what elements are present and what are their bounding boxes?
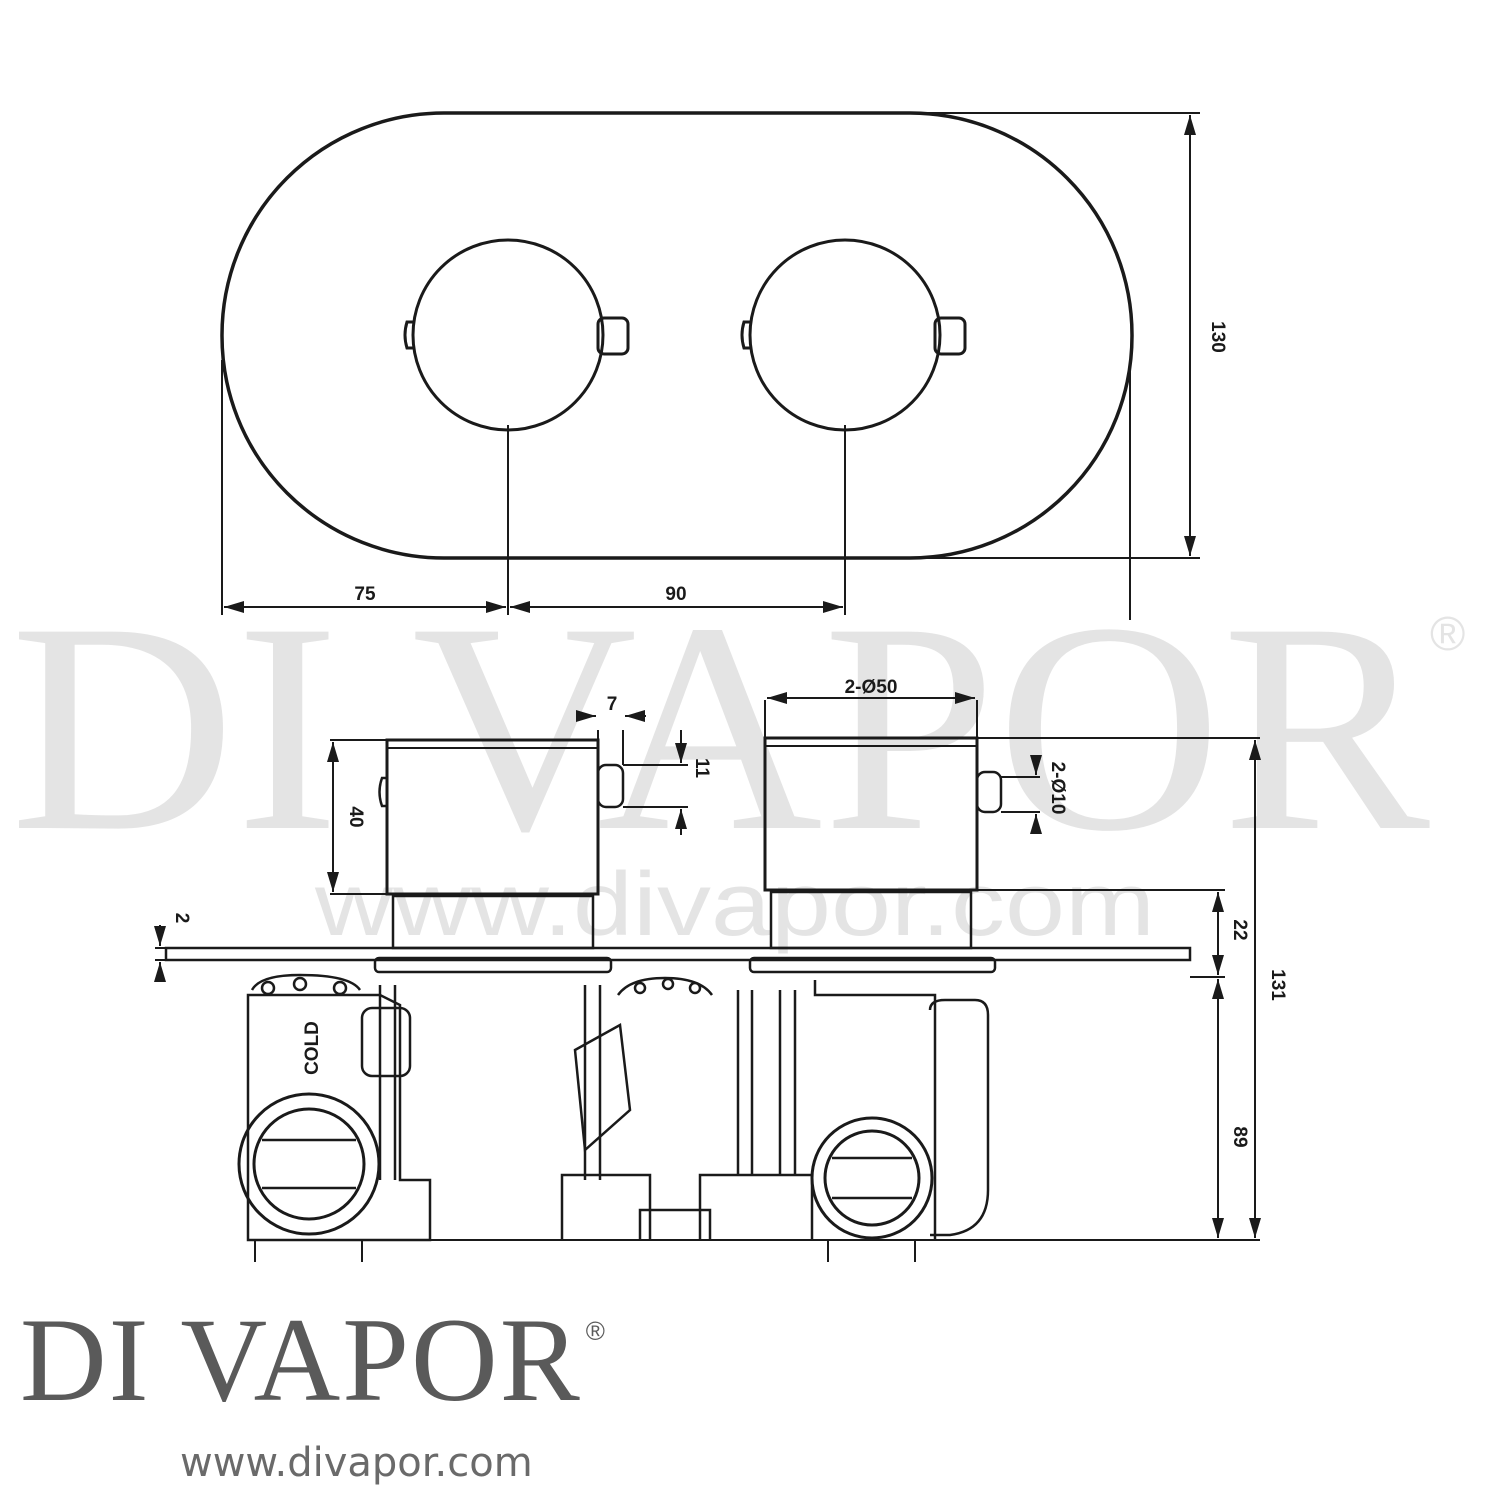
watermark: DI VAPOR ® www.divapor.com bbox=[10, 561, 1465, 955]
dim-label-height: 130 bbox=[1207, 321, 1228, 353]
side-view bbox=[154, 692, 1261, 1262]
hot-inlet bbox=[810, 1116, 934, 1240]
brand-name: DI VAPOR bbox=[20, 1293, 582, 1426]
dim-label-handle-diameter: 2-Ø50 bbox=[845, 677, 898, 698]
brand-url: www.divapor.com bbox=[180, 1440, 533, 1486]
dim-label-lever-length: 7 bbox=[607, 694, 618, 715]
dim-label-total-depth: 131 bbox=[1267, 969, 1288, 1001]
cold-inlet-label: COLD bbox=[302, 1021, 323, 1075]
dim-label-left-offset: 75 bbox=[354, 584, 376, 605]
watermark-registered: ® bbox=[1430, 608, 1465, 661]
left-handle-side bbox=[378, 738, 625, 950]
dim-label-body-depth: 89 bbox=[1229, 1126, 1250, 1147]
front-view bbox=[220, 111, 1200, 620]
dim-label-handle-offset: 22 bbox=[1229, 919, 1250, 940]
dim-label-plate-thickness: 2 bbox=[171, 913, 192, 924]
front-view-labels: 75 90 130 bbox=[354, 321, 1228, 605]
right-handle bbox=[740, 238, 967, 432]
valve-body bbox=[246, 973, 990, 1242]
wall-plate bbox=[164, 946, 1192, 962]
cover-plate bbox=[220, 111, 1134, 560]
watermark-url: www.divapor.com bbox=[314, 855, 1155, 955]
left-handle bbox=[403, 238, 630, 432]
cold-inlet bbox=[237, 1092, 381, 1236]
side-view-labels: 2-Ø50 7 11 2-Ø10 40 2 22 89 131 COLD bbox=[171, 677, 1288, 1148]
dim-label-handle-height: 40 bbox=[345, 806, 366, 827]
dim-label-centre-spacing: 90 bbox=[665, 584, 686, 605]
brand-registered-mark: ® bbox=[585, 1316, 607, 1346]
brand-logo: DI VAPOR® bbox=[20, 1300, 607, 1420]
watermark-brand: DI VAPOR bbox=[10, 561, 1432, 893]
dim-label-lever-height: 11 bbox=[691, 758, 712, 779]
dim-label-lever-diameter: 2-Ø10 bbox=[1047, 762, 1068, 815]
